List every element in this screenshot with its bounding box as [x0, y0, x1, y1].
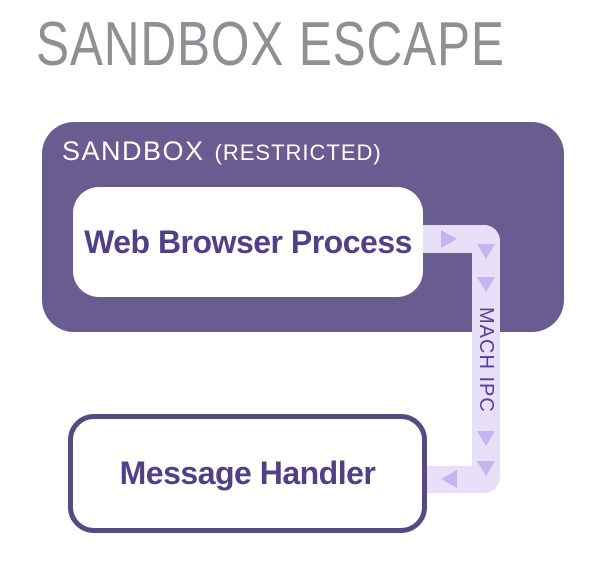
- web-browser-process-node: Web Browser Process: [73, 187, 423, 297]
- flow-arrow-left-icon: [441, 470, 457, 488]
- web-browser-process-label: Web Browser Process: [84, 223, 412, 260]
- message-handler-node: Message Handler: [68, 414, 427, 533]
- flow-arrow-down-icon: [477, 461, 495, 476]
- flow-arrow-down-icon: [477, 277, 495, 292]
- flow-arrow-down-icon: [477, 244, 495, 259]
- sandbox-restricted-sublabel: (RESTRICTED): [214, 140, 382, 165]
- sandbox-label: SANDBOX: [62, 136, 205, 166]
- message-handler-label: Message Handler: [119, 455, 376, 491]
- flow-arrow-down-icon: [477, 431, 495, 446]
- sandbox-label-row: SANDBOX (RESTRICTED): [62, 136, 382, 167]
- ipc-pipe-vertical-segment: [472, 225, 500, 493]
- ipc-pipe-label: MACH IPC: [475, 307, 497, 413]
- flow-arrow-right-icon: [441, 230, 457, 248]
- page-title: SANDBOX ESCAPE: [36, 10, 505, 79]
